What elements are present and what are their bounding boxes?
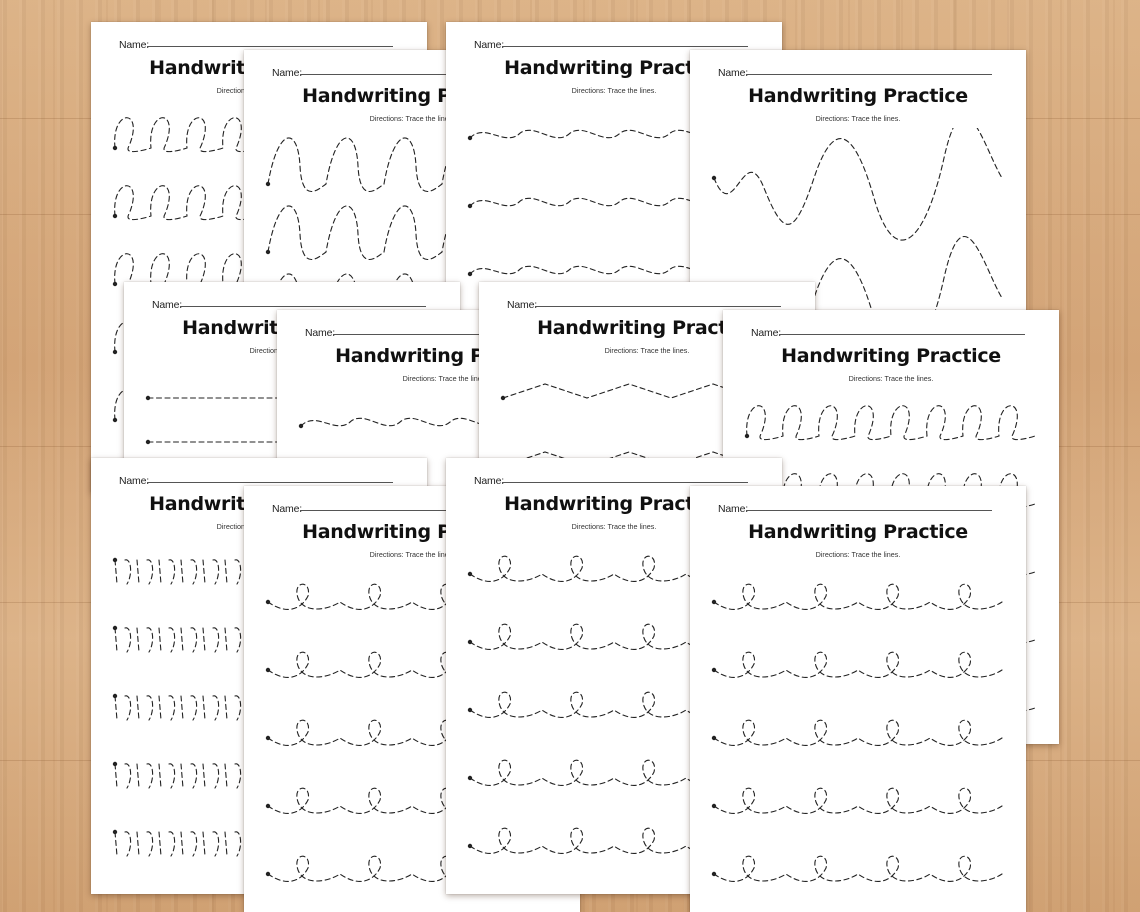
trace-line xyxy=(713,583,1003,610)
name-field: Name: xyxy=(272,63,546,79)
worksheet-directions: Directions: Trace the lines. xyxy=(402,374,488,383)
start-dot xyxy=(265,181,271,187)
start-dot xyxy=(298,423,304,429)
name-field: Name: xyxy=(474,35,748,51)
worksheet-directions: Directions: Trace the lines. xyxy=(571,522,657,531)
name-label: Name: xyxy=(152,299,182,311)
start-dot xyxy=(112,693,118,699)
start-dot xyxy=(467,271,473,277)
name-label: Name: xyxy=(272,503,302,515)
name-label: Name: xyxy=(119,475,149,487)
tracing-lines-svg xyxy=(711,583,1003,882)
start-dot xyxy=(145,439,151,445)
start-dot xyxy=(467,707,473,713)
worksheet-title: Handwriting Practice xyxy=(504,493,724,515)
trace-line xyxy=(713,855,1003,882)
worksheet-title: Handwriting Practice xyxy=(537,317,757,339)
start-dot xyxy=(112,625,118,631)
name-field: Name: xyxy=(718,499,992,515)
trace-line xyxy=(713,235,1003,361)
name-field: Name: xyxy=(474,471,748,487)
trace-line xyxy=(502,383,756,399)
trace-line xyxy=(746,405,1036,441)
start-dot xyxy=(265,249,271,255)
worksheet-directions: Directions: Trace the lines. xyxy=(369,114,455,123)
start-dot xyxy=(711,871,717,877)
trace-line xyxy=(502,451,756,467)
trace-line xyxy=(713,128,1003,241)
start-dot xyxy=(467,203,473,209)
name-label: Name: xyxy=(718,503,748,515)
worksheet-directions: Directions: Trace the lines. xyxy=(815,550,901,559)
start-dot xyxy=(467,639,473,645)
name-field: Name: xyxy=(152,295,426,311)
tracing-lines-svg xyxy=(91,536,427,888)
start-dot xyxy=(112,349,118,355)
name-field: Name: xyxy=(119,35,393,51)
start-dot xyxy=(112,761,118,767)
worksheet-directions: Directions: Trace the lines. xyxy=(571,86,657,95)
start-dot xyxy=(500,395,506,401)
name-label: Name: xyxy=(751,327,781,339)
name-label: Name: xyxy=(507,299,537,311)
worksheet-directions: Directions: Trace the lines. xyxy=(604,346,690,355)
name-field: Name: xyxy=(507,295,781,311)
name-label: Name: xyxy=(272,67,302,79)
worksheet-title: Handwriting Practice xyxy=(781,345,1001,367)
start-dot xyxy=(265,735,271,741)
worksheet-directions: Directions: Trace the lines. xyxy=(369,550,455,559)
start-dot xyxy=(145,395,151,401)
start-dot xyxy=(265,667,271,673)
start-dot xyxy=(265,599,271,605)
worksheet-directions: Directions: Trace the lines. xyxy=(815,114,901,123)
worksheet-swirl-loops-c: Name: Handwriting Practice Directions: T… xyxy=(690,486,1026,912)
worksheet-title: Handwriting Practice xyxy=(748,521,968,543)
start-dot xyxy=(265,803,271,809)
start-dot xyxy=(112,829,118,835)
start-dot xyxy=(711,175,717,181)
name-field: Name: xyxy=(305,323,579,339)
start-dot xyxy=(711,599,717,605)
start-dot xyxy=(112,557,118,563)
trace-line xyxy=(713,787,1003,814)
name-label: Name: xyxy=(119,39,149,51)
start-dot xyxy=(711,803,717,809)
start-dot xyxy=(112,417,118,423)
name-field: Name: xyxy=(119,471,393,487)
tracing-lines xyxy=(91,536,427,888)
start-dot xyxy=(467,135,473,141)
start-dot xyxy=(112,145,118,151)
start-dot xyxy=(112,281,118,287)
name-label: Name: xyxy=(474,39,504,51)
worksheet-directions: Directions: Trace the lines. xyxy=(848,374,934,383)
name-field: Name: xyxy=(751,323,1025,339)
name-label: Name: xyxy=(718,67,748,79)
trace-line xyxy=(713,651,1003,678)
start-dot xyxy=(711,667,717,673)
name-field: Name: xyxy=(272,499,546,515)
start-dot xyxy=(744,433,750,439)
tracing-lines xyxy=(690,564,1026,906)
name-field: Name: xyxy=(718,63,992,79)
start-dot xyxy=(112,213,118,219)
name-label: Name: xyxy=(305,327,335,339)
start-dot xyxy=(467,843,473,849)
start-dot xyxy=(467,775,473,781)
start-dot xyxy=(711,735,717,741)
worksheet-title: Handwriting Practice xyxy=(504,57,724,79)
name-label: Name: xyxy=(474,475,504,487)
start-dot xyxy=(265,871,271,877)
worksheet-title: Handwriting Practice xyxy=(748,85,968,107)
start-dot xyxy=(467,571,473,577)
trace-line xyxy=(713,719,1003,746)
